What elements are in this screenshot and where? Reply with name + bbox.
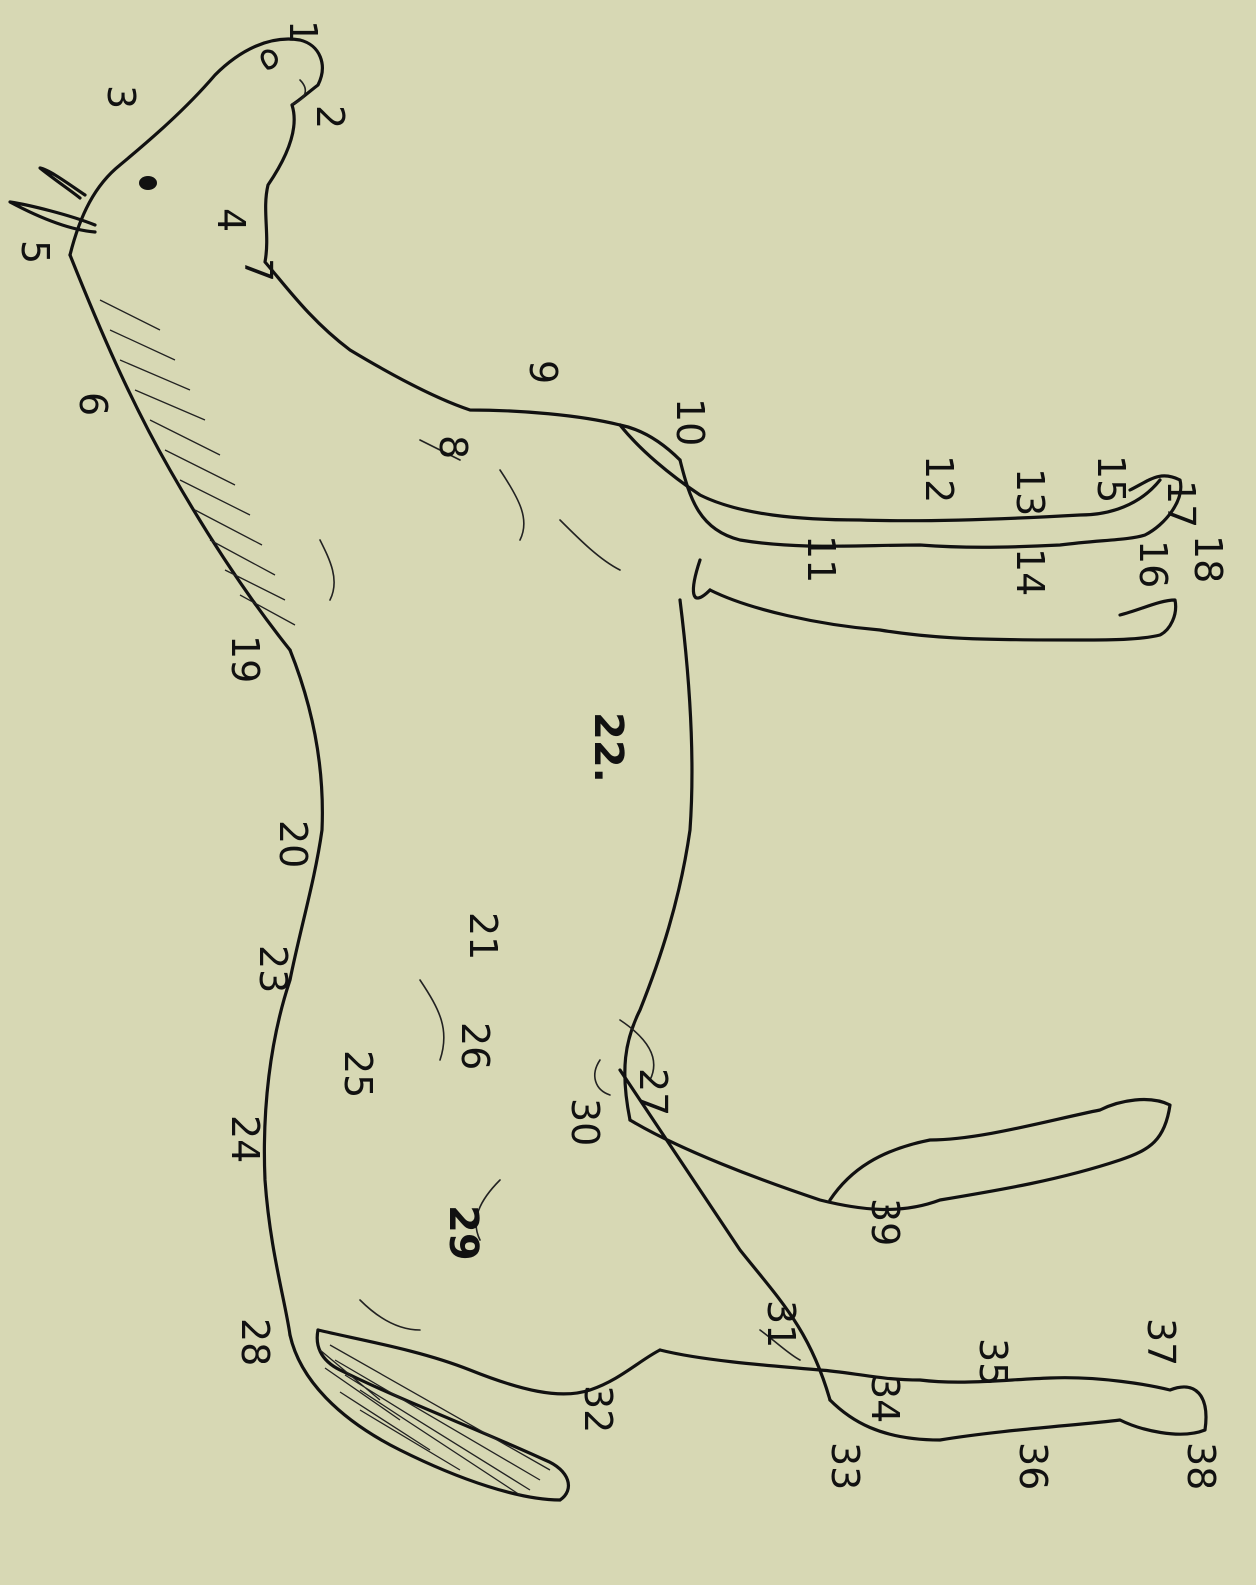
label-18: 18 — [1186, 535, 1230, 583]
label-34: 34 — [863, 1375, 907, 1423]
label-7: 7 — [236, 258, 280, 282]
label-3: 3 — [99, 85, 143, 109]
label-14: 14 — [1008, 548, 1052, 596]
label-30: 30 — [563, 1098, 607, 1146]
label-21: 21 — [461, 912, 505, 960]
label-layer: 1 2 3 4 5 6 7 8 9 10 11 12 13 14 15 16 1… — [13, 20, 1230, 1490]
label-6: 6 — [71, 392, 115, 416]
label-20: 20 — [271, 820, 315, 868]
label-4: 4 — [209, 208, 253, 232]
label-12: 12 — [917, 455, 961, 503]
label-37: 37 — [1139, 1318, 1183, 1366]
label-2: 2 — [308, 105, 352, 129]
label-27: 27 — [631, 1068, 675, 1116]
label-28: 28 — [233, 1318, 277, 1366]
label-26: 26 — [453, 1022, 497, 1070]
label-25: 25 — [336, 1050, 380, 1098]
label-38: 38 — [1179, 1442, 1223, 1490]
label-32: 32 — [576, 1385, 620, 1433]
label-13: 13 — [1008, 468, 1052, 516]
label-10: 10 — [668, 398, 712, 446]
label-17: 17 — [1159, 480, 1203, 528]
label-33: 33 — [823, 1442, 867, 1490]
label-23: 23 — [251, 945, 295, 993]
label-1: 1 — [281, 20, 325, 44]
label-11: 11 — [799, 535, 843, 583]
label-35: 35 — [971, 1338, 1015, 1386]
label-15: 15 — [1089, 455, 1133, 503]
label-5: 5 — [13, 240, 57, 264]
label-31: 31 — [759, 1300, 803, 1348]
label-16: 16 — [1131, 540, 1175, 588]
label-39: 39 — [863, 1198, 907, 1246]
label-9: 9 — [521, 360, 565, 384]
label-29: 29 — [440, 1205, 486, 1261]
label-22: 22. — [585, 712, 631, 783]
label-8: 8 — [431, 435, 475, 459]
label-36: 36 — [1011, 1442, 1055, 1490]
label-24: 24 — [223, 1115, 267, 1163]
label-19: 19 — [223, 635, 267, 683]
